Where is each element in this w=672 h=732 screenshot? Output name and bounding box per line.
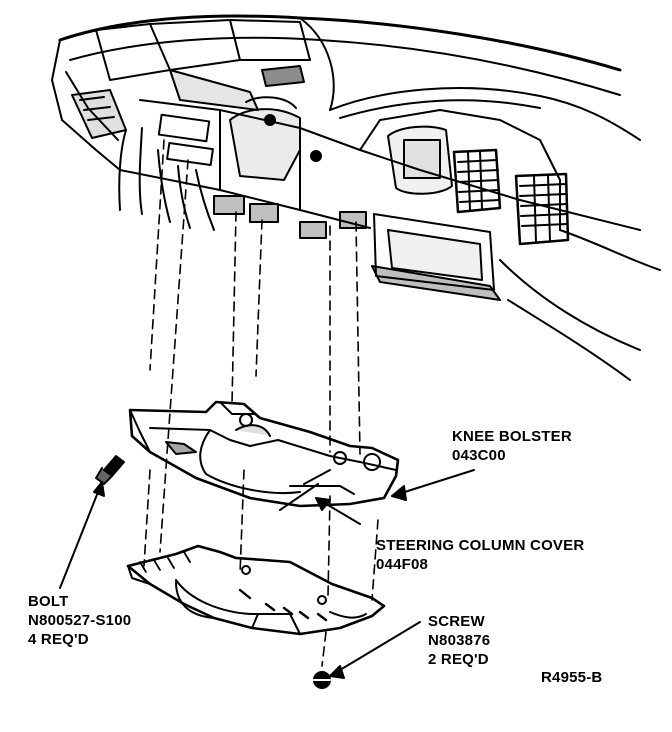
screw-name: SCREW [428, 613, 485, 630]
knee-bolster-name: KNEE BOLSTER [452, 428, 572, 445]
bolt-quantity: 4 REQ'D [28, 631, 89, 648]
knee-bolster-part [128, 400, 400, 511]
figure-reference: R4955-B [541, 669, 603, 686]
bolt-callout: BOLT N800527-S100 4 REQ'D [28, 592, 131, 649]
steering-column-cover-name: STEERING COLUMN COVER [376, 537, 585, 554]
leader-lines [59, 469, 475, 679]
center-vent-left [452, 148, 502, 214]
knee-bolster-part-number: 043C00 [452, 447, 506, 464]
bolt-name: BOLT [28, 593, 69, 610]
instrument-panel [51, 14, 661, 381]
screw-fastener [313, 671, 331, 689]
bolt-part-number: N800527-S100 [28, 612, 132, 629]
screw-part-number: N803876 [428, 632, 491, 649]
steering-column-cover-part [126, 544, 386, 636]
bolt-fastener [95, 455, 125, 485]
screw-callout: SCREW N803876 2 REQ'D [428, 612, 490, 669]
knee-bolster-callout: KNEE BOLSTER 043C00 [452, 427, 572, 465]
steering-column-cover-part-number: 044F08 [376, 556, 429, 573]
center-vent-right [514, 172, 570, 246]
steering-column-cover-callout: STEERING COLUMN COVER 044F08 [376, 536, 584, 574]
screw-quantity: 2 REQ'D [428, 651, 489, 668]
